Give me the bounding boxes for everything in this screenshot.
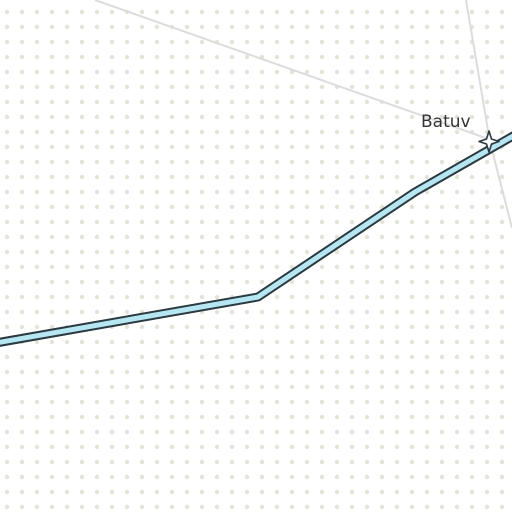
place-marker[interactable] <box>478 130 500 153</box>
main-road[interactable] <box>0 131 512 347</box>
main-road-fill <box>0 133 512 345</box>
place-label[interactable]: Batuv <box>421 112 471 132</box>
star-icon <box>478 130 500 153</box>
minor-road-diagonal[interactable] <box>94 0 498 143</box>
